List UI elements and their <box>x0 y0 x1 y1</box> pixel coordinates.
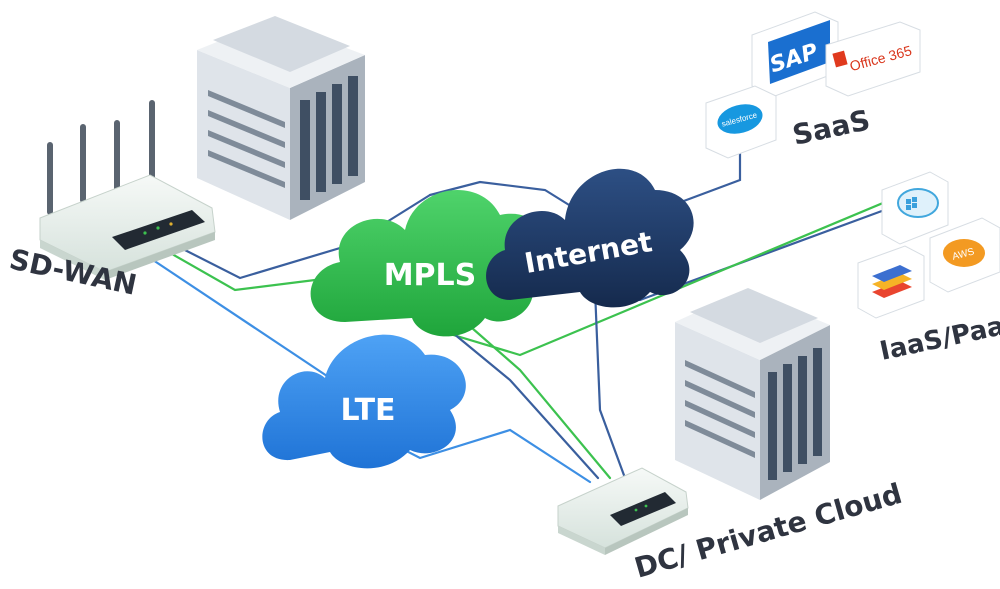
saas-label: SaaS <box>790 103 873 152</box>
link-internet-dc-navy <box>593 288 627 480</box>
building-dc-icon <box>675 288 830 500</box>
iaas-label: IaaS/PaaS <box>877 307 1000 367</box>
aws-logo-tile: AWS <box>929 217 1000 293</box>
mpls-cloud: MPLS <box>310 189 546 337</box>
dc-router-icon <box>557 467 689 555</box>
sap-logo-tile: SAP <box>751 11 839 97</box>
link-sdwan-lte-blue <box>148 256 332 380</box>
link-internet-saas <box>663 148 742 210</box>
iaas-tiles: AWS <box>857 171 1000 319</box>
saas-tiles: SAP Office 365 salesforce <box>705 11 921 159</box>
building-top-icon <box>197 16 365 220</box>
sdwan-router-icon <box>39 100 216 280</box>
mpls-cloud-label: MPLS <box>384 258 477 293</box>
link-top-navy <box>428 180 592 220</box>
lte-cloud: LTE <box>262 334 466 469</box>
salesforce-logo-tile: salesforce <box>705 85 777 159</box>
azure-logo-tile <box>881 171 949 245</box>
office365-logo-tile: Office 365 <box>825 21 921 97</box>
lte-cloud-label: LTE <box>340 393 395 428</box>
link-sdwan-internet-navy <box>173 193 432 280</box>
internet-cloud: Internet <box>486 168 694 308</box>
stack-logo-tile <box>857 245 925 319</box>
